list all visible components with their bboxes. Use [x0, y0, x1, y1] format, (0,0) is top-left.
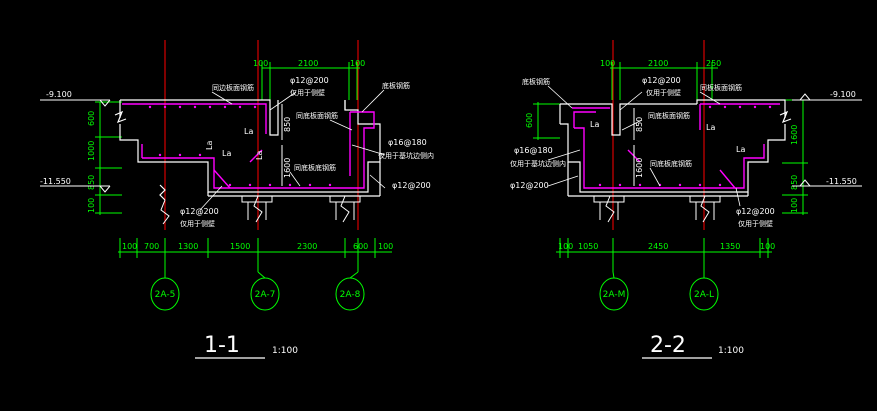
- pile: [160, 195, 361, 225]
- inner-dim-850: 850: [283, 117, 292, 132]
- bottom-dim: 100: [558, 242, 573, 251]
- grid-bubble: [150, 271, 365, 311]
- section-2-2: 100 2100 250 600 1600 850 100 -9.100: [510, 40, 862, 359]
- grid-label-2a-7: 2A-7: [255, 290, 276, 300]
- grid-label-2a-m: 2A-M: [603, 290, 626, 300]
- left-dimension-chain: [533, 102, 560, 140]
- note-chamfer-top: 仅用于侧壁: [290, 88, 325, 97]
- bottom-dim: 2450: [648, 242, 668, 251]
- rebar-dots: [148, 105, 332, 187]
- section-title-number: 2-2: [650, 333, 686, 358]
- top-dim-1: 100: [600, 59, 615, 68]
- elevation-marker: [792, 93, 862, 187]
- la-label-right: La: [255, 151, 264, 160]
- elevation-top: -9.100: [46, 90, 72, 99]
- note-same-bottom: 同底板底钢筋: [650, 159, 692, 168]
- grid-label-2a-5: 2A-5: [155, 290, 176, 300]
- top-dim-1: 100: [253, 59, 268, 68]
- elevation-marker: [40, 99, 111, 193]
- note-same-board: 同底板面钢筋: [296, 111, 338, 120]
- note-phi12-top: φ12@200: [642, 76, 681, 85]
- left-dimension-chain: [95, 101, 122, 215]
- note-chamfer-top: 仅用于侧壁: [646, 88, 681, 97]
- note-phi16-detail: 仅用于基坑边侧内: [378, 151, 434, 160]
- rebar-dots: [598, 105, 772, 187]
- bottom-dim: 1350: [720, 242, 740, 251]
- grid-label-2a-l: 2A-L: [694, 290, 714, 300]
- note-phi16-detail: 仅用于基坑边侧内: [510, 159, 566, 168]
- inner-dim-1600: 1600: [283, 158, 292, 178]
- left-dim-600: 600: [525, 113, 534, 128]
- note-bottom-rebar: 底板钢筋: [522, 77, 550, 86]
- section-title-scale: 1:100: [718, 346, 744, 356]
- la-label: La: [736, 145, 745, 154]
- bottom-dimension-chain: [118, 238, 392, 272]
- bottom-dimension-chain: [556, 238, 772, 272]
- bottom-dim: 100: [760, 242, 775, 251]
- grid-label-2a-8: 2A-8: [340, 290, 361, 300]
- section-title-scale: 1:100: [272, 346, 298, 356]
- note-top-rebar: 同边板面钢筋: [212, 83, 254, 92]
- right-dim-1600: 1600: [790, 125, 799, 145]
- note-phi16: φ16@180: [388, 138, 427, 147]
- top-dimension-chain: [610, 62, 718, 100]
- grid-bubble: [599, 271, 719, 311]
- bottom-dim: 700: [144, 242, 159, 251]
- note-same-face: 同板板面钢筋: [700, 83, 742, 92]
- bottom-dim: 600: [353, 242, 368, 251]
- bottom-dim: 100: [122, 242, 137, 251]
- la-label: La: [706, 123, 715, 132]
- left-dim-600: 600: [87, 111, 96, 126]
- note-phi12-bottom-detail: 仅用于侧壁: [738, 219, 773, 228]
- bottom-dim: 100: [378, 242, 393, 251]
- note-phi12-bottom: φ12@200: [736, 207, 775, 216]
- top-dimension-chain: [261, 62, 360, 100]
- note-phi12-left: φ12@200: [510, 181, 549, 190]
- la-label: La: [590, 120, 599, 129]
- right-dim-850: 850: [790, 175, 799, 190]
- bottom-dim: 2300: [297, 242, 317, 251]
- bottom-dim: 1300: [178, 242, 198, 251]
- left-dim-1000: 1000: [87, 141, 96, 161]
- la-label: La: [222, 149, 231, 158]
- top-dim-2: 2100: [298, 59, 318, 68]
- note-phi12-bottom-detail: 仅用于侧壁: [180, 219, 215, 228]
- elevation-bottom: -11.550: [826, 177, 857, 186]
- bottom-dim: 1500: [230, 242, 250, 251]
- inner-dim-850: 850: [635, 117, 644, 132]
- note-phi16: φ16@180: [514, 146, 553, 155]
- note-phi12-bottom: φ12@200: [180, 207, 219, 216]
- note-phi12-right: φ12@200: [392, 181, 431, 190]
- note-same-board: 同底板面钢筋: [648, 111, 690, 120]
- section-title-number: 1-1: [204, 333, 240, 358]
- bottom-dim: 1050: [578, 242, 598, 251]
- top-dim-3: 100: [350, 59, 365, 68]
- rebar-lines: [122, 103, 375, 189]
- section-1-1: 100 2100 100 600 1000 850 100 -9.100 -11…: [40, 40, 434, 359]
- left-dim-850: 850: [87, 175, 96, 190]
- pile: [593, 195, 721, 223]
- leader-lines: [199, 89, 386, 211]
- note-phi12-top: φ12@200: [290, 76, 329, 85]
- elevation-bottom: -11.550: [40, 177, 71, 186]
- inner-dim-1600: 1600: [635, 158, 644, 178]
- leader-lines: [547, 85, 741, 207]
- la-label: La: [244, 127, 253, 136]
- la-label: La: [205, 141, 214, 150]
- top-dim-3: 250: [706, 59, 721, 68]
- note-same-bottom: 同底板底钢筋: [294, 163, 336, 172]
- rebar-lines: [572, 103, 780, 189]
- top-dim-2: 2100: [648, 59, 668, 68]
- left-dim-100: 100: [87, 198, 96, 213]
- right-dim-100: 100: [790, 198, 799, 213]
- elevation-top: -9.100: [830, 90, 856, 99]
- note-bottom-rebar: 底板钢筋: [382, 81, 410, 90]
